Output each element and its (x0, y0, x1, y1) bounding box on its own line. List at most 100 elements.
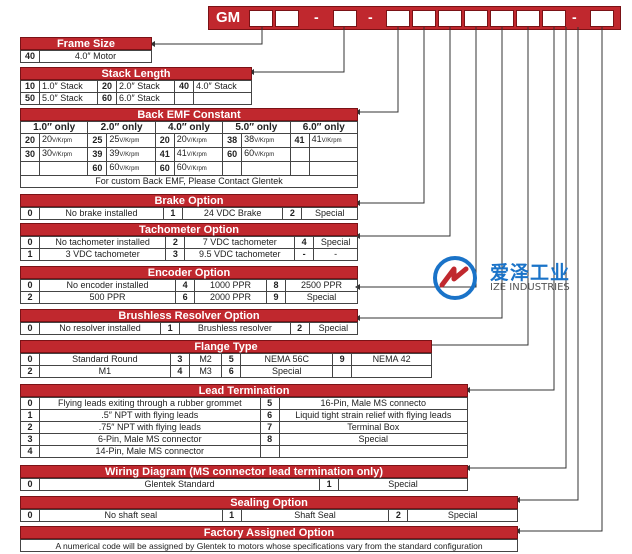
resolver-header: Brushless Resolver Option (20, 309, 358, 322)
emf-unit: V/Krpm (186, 166, 207, 172)
stack-value: 1.0″ Stack (39, 80, 98, 93)
emf-empty (222, 161, 243, 176)
code-slot-stack[interactable] (333, 10, 357, 27)
sealing-value: Shaft Seal (240, 509, 390, 522)
lead-value: .5″ NPT with flying leads (39, 409, 261, 422)
resolver-code: 1 (160, 322, 181, 335)
emf-value: 39 (109, 148, 120, 159)
emf-code: 20 (20, 133, 40, 148)
brake-value: 24 VDC Brake (181, 207, 284, 220)
code-slot-factory[interactable] (590, 10, 614, 27)
tach-code: 0 (20, 236, 40, 249)
lead-value: .75″ NPT with flying leads (39, 421, 261, 434)
code-slot-resolver[interactable] (490, 10, 514, 27)
emf-code: 60 (154, 161, 175, 176)
factory-header: Factory Assigned Option (20, 526, 518, 539)
frame-size-header: Frame Size (20, 37, 152, 50)
sealing-header: Sealing Option (20, 496, 518, 509)
lead-code: 3 (20, 433, 40, 446)
code-slot-lead[interactable] (542, 10, 566, 27)
lead-code: 5 (259, 397, 280, 410)
emf-unit: V/Krpm (254, 138, 275, 144)
line-factory (520, 27, 603, 532)
code-dash-1: - (314, 9, 319, 25)
encoder-value: 2000 PPR (194, 291, 268, 304)
wiring-code: 1 (319, 478, 340, 491)
tach-value: 7 VDC tachometer (184, 236, 296, 249)
emf-value: 41 (176, 148, 187, 159)
line-lead (470, 27, 555, 391)
code-slot-tach[interactable] (438, 10, 462, 27)
encoder-value: 500 PPR (38, 291, 177, 304)
lead-value: Flying leads exiting through a rubber gr… (39, 397, 261, 410)
lead-code: 6 (259, 409, 280, 422)
stack-code: 60 (97, 92, 117, 105)
ize-logo-icon (433, 256, 477, 300)
brake-value: Special (301, 207, 358, 220)
emf-code: 30 (20, 147, 40, 162)
emf-group: 1.0″ only (19, 121, 89, 134)
sealing-code: 2 (388, 509, 409, 522)
code-slot-flange[interactable] (516, 10, 540, 27)
flange-code: 9 (332, 353, 353, 366)
tach-value: - (313, 248, 358, 261)
flange-code: 3 (169, 353, 190, 366)
stack-empty (174, 92, 194, 105)
lead-value: Liquid tight strain relief with flying l… (278, 409, 469, 422)
line-resolver (360, 27, 503, 319)
emf-value: 20 (42, 134, 53, 145)
tach-value: 9.5 VDC tachometer (184, 248, 296, 261)
lead-value: Terminal Box (278, 421, 469, 434)
flange-empty (351, 365, 432, 378)
encoder-code: 0 (20, 279, 40, 292)
brake-code: 1 (162, 207, 183, 220)
stack-value: 5.0″ Stack (39, 92, 98, 105)
back-emf-table: 1.0″ only 2.0″ only 4.0″ only 5.0″ only … (19, 121, 359, 188)
emf-unit: V/Krpm (52, 138, 73, 144)
stack-value: 6.0″ Stack (116, 92, 175, 105)
flange-value: NEMA 56C (240, 353, 334, 366)
lead-code: 4 (20, 445, 40, 458)
emf-value: 25 (109, 134, 120, 145)
wiring-value: Glentek Standard (38, 478, 321, 491)
stack-empty (193, 92, 252, 105)
lead-code: 1 (20, 409, 40, 422)
code-slot-brake[interactable] (412, 10, 436, 27)
tach-value: No tachometer installed (38, 236, 167, 249)
lead-header: Lead Termination (20, 384, 468, 397)
line-stack (254, 27, 345, 73)
stack-value: 4.0″ Stack (193, 80, 252, 93)
code-slot-frame-b[interactable] (275, 10, 299, 27)
tach-header: Tachometer Option (20, 223, 358, 236)
emf-unit: V/Krpm (119, 166, 140, 172)
code-slot-encoder[interactable] (464, 10, 488, 27)
encoder-code: 4 (175, 279, 196, 292)
emf-empty (308, 161, 359, 176)
encoder-value: No encoder installed (38, 279, 177, 292)
wiring-header: Wiring Diagram (MS connector lead termin… (20, 465, 468, 478)
logo-chinese-text: 爱泽工业 (490, 262, 571, 284)
flange-value: Standard Round (39, 353, 171, 366)
brake-value: No brake installed (39, 207, 164, 220)
code-slot-frame-a[interactable] (249, 10, 273, 27)
code-slot-emf[interactable] (386, 10, 410, 27)
encoder-value: 1000 PPR (194, 279, 268, 292)
emf-group: 6.0″ only (289, 121, 359, 134)
lead-code: 2 (20, 421, 40, 434)
line-frame (155, 27, 263, 45)
back-emf-header: Back EMF Constant (20, 108, 358, 121)
emf-unit: V/Krpm (186, 152, 207, 158)
flange-value: NEMA 42 (351, 353, 432, 366)
frame-code: 40 (20, 50, 40, 63)
flange-value: M3 (188, 365, 223, 378)
flange-value: Special (240, 365, 334, 378)
line-emf (360, 27, 399, 113)
tach-code: 1 (20, 248, 40, 261)
emf-value: 30 (42, 148, 53, 159)
